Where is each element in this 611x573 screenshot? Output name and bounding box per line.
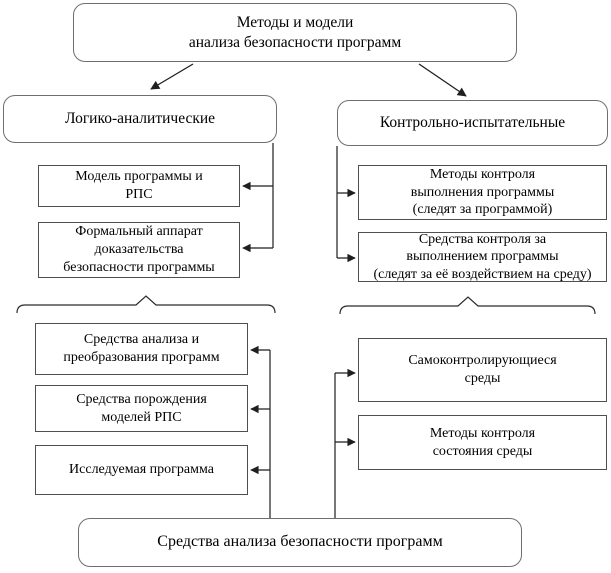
node-environment-state-control: Методы контроля состояния среды	[358, 415, 607, 470]
node-rps-model-generators: Средства порождения моделей РПС	[35, 385, 248, 432]
node-program-under-study: Исследуемая программа	[35, 445, 248, 495]
node-control-testing: Контрольно-испытательные	[337, 100, 608, 146]
node-title: Методы и модели анализа безопасности про…	[73, 3, 517, 62]
node-analysis-transform-tools: Средства анализа и преобразования програ…	[35, 323, 248, 375]
node-execution-control-means: Средства контроля за выполнением програм…	[358, 232, 607, 282]
brace-right-icon	[339, 296, 596, 315]
node-formal-apparatus: Формальный аппарат доказательства безопа…	[38, 222, 240, 278]
node-footer: Средства анализа безопасности программ	[78, 518, 522, 567]
arrow-title-to-control	[418, 63, 467, 97]
node-execution-control-methods: Методы контроля выполнения программы (сл…	[358, 165, 607, 220]
brace-left-icon	[16, 295, 276, 314]
node-self-controlling-environments: Самоконтролирующиеся среды	[358, 338, 607, 402]
arrow-title-to-logical	[150, 63, 194, 90]
node-program-model: Модель программы и РПС	[38, 165, 240, 207]
node-logical-analytical: Логико-аналитические	[3, 95, 277, 143]
